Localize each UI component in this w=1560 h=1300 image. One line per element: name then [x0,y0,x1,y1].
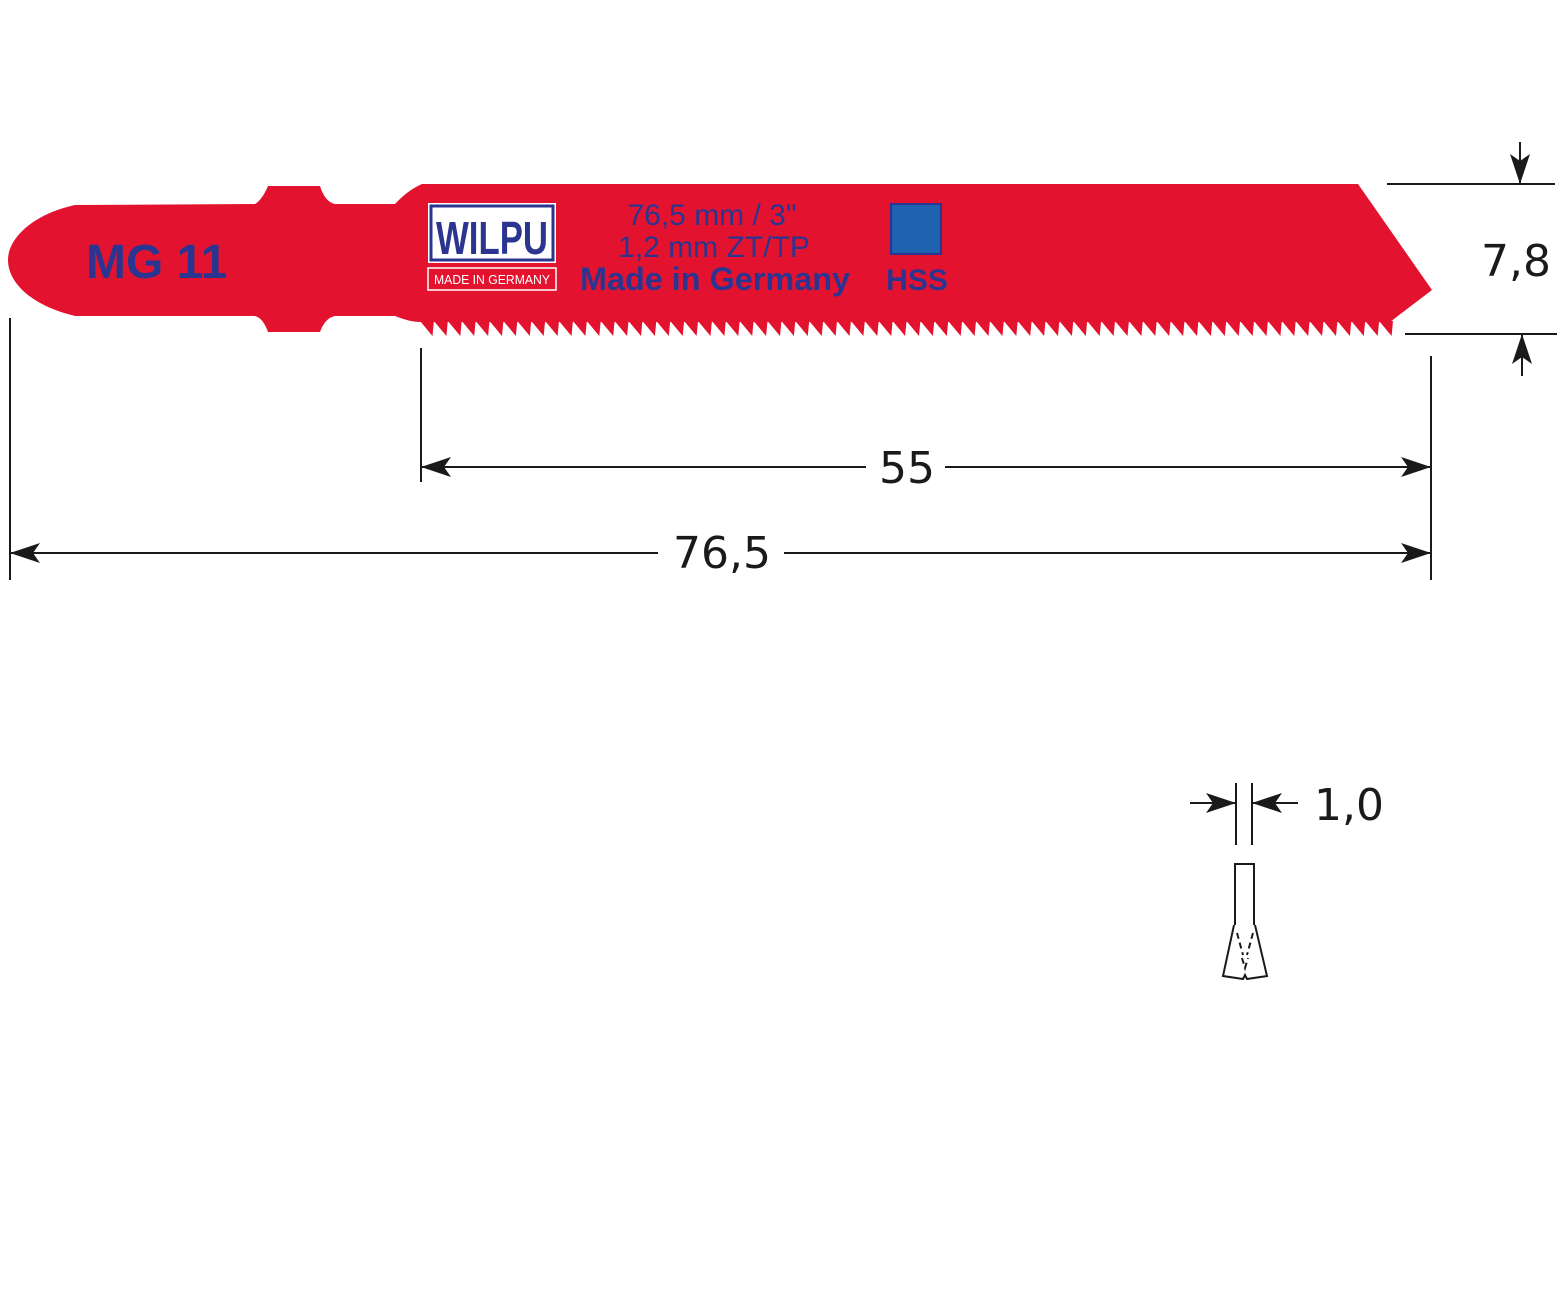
total-length-value: 76,5 [673,528,771,579]
blade-body [8,184,1432,332]
total-length-dimension [9,318,1431,580]
spec-length: 76,5 mm / 3" [627,199,796,232]
thickness-value: 1,0 [1314,780,1384,831]
logo-text: WILPU [436,212,548,264]
thickness-dimension [1190,783,1298,845]
logo-subtext: MADE IN GERMANY [434,272,550,287]
width-dimension [1387,142,1557,376]
model-label: MG 11 [86,236,227,289]
cutting-length-value: 55 [879,443,935,494]
blade-teeth [420,321,1393,336]
wilpu-logo: WILPU MADE IN GERMANY [427,203,557,291]
spec-made-in: Made in Germany [580,261,850,297]
hss-color-square [890,203,942,255]
blade-cross-section [1221,863,1269,981]
material-label: HSS [886,264,948,297]
width-value: 7,8 [1481,236,1551,287]
spec-tooth-pitch: 1,2 mm ZT/TP [618,231,810,264]
cutting-length-dimension [420,348,1432,580]
